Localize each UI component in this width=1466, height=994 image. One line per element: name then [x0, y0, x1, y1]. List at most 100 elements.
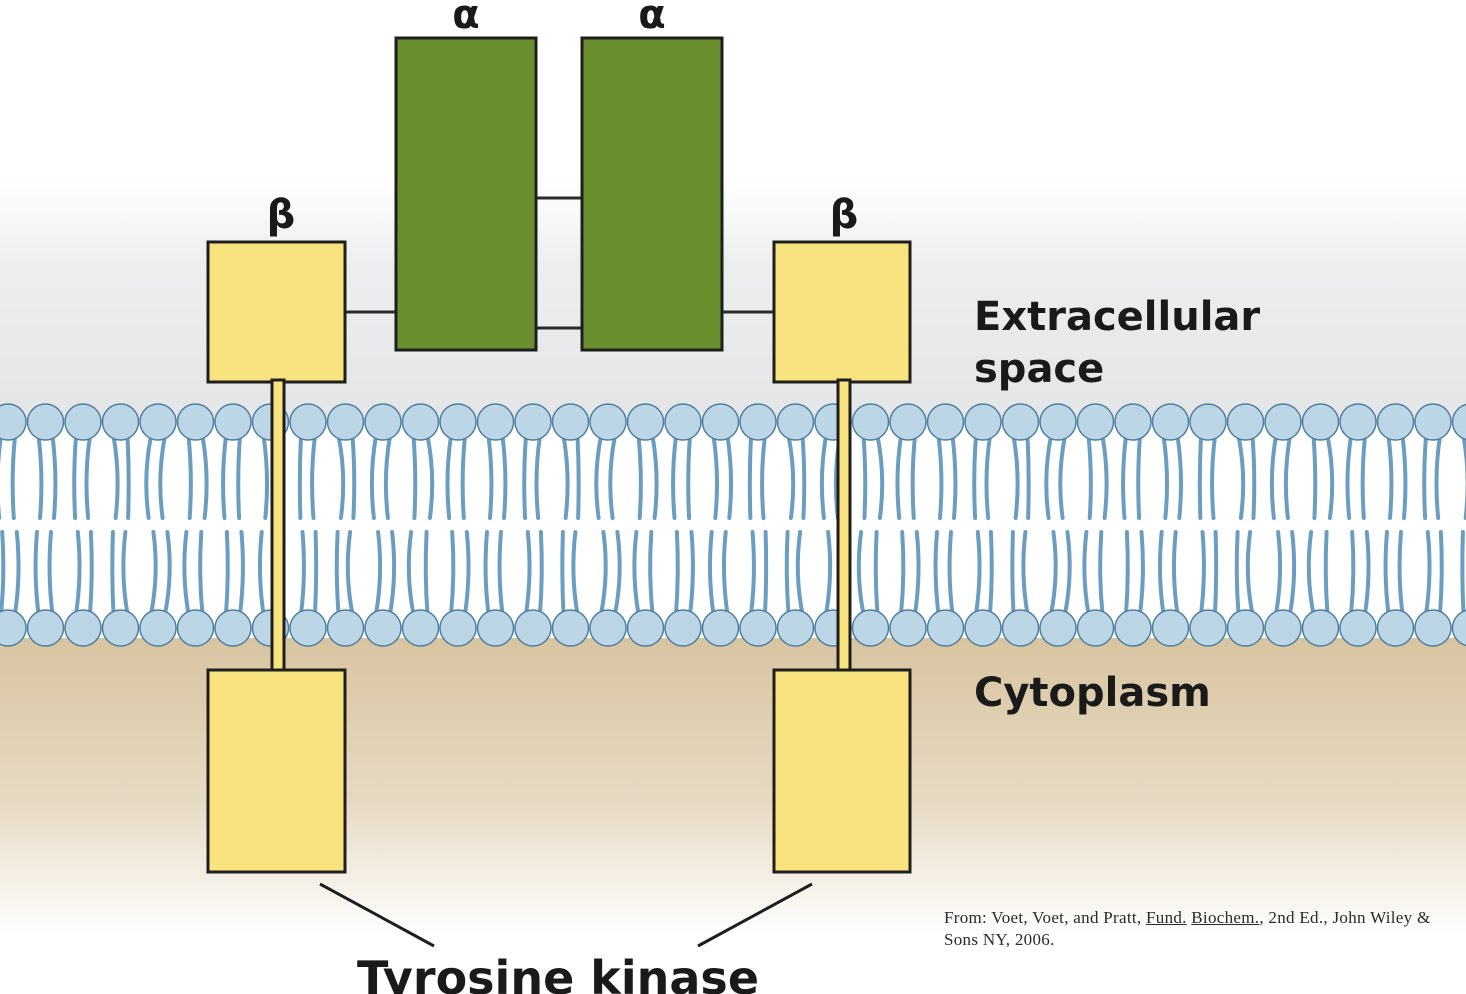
alpha-subunit-right: [580, 36, 724, 352]
lipid-tail: [936, 434, 944, 520]
lipid-tail: [613, 530, 622, 616]
lipid-tail: [856, 530, 866, 616]
phospholipid-head: [1339, 609, 1377, 647]
phospholipid-head: [1264, 403, 1302, 441]
lipid-tail: [36, 434, 44, 520]
membrane-heads-inner: [0, 609, 1466, 647]
lipid-tail: [875, 434, 885, 520]
lipid-tail: [74, 530, 82, 616]
citation-title-fund: Fund.: [1146, 908, 1187, 927]
lipid-tail: [1311, 434, 1318, 520]
lipid-tail: [238, 530, 245, 616]
lipid-tail: [599, 530, 608, 616]
lipid-tail: [674, 530, 680, 616]
lipid-tail: [786, 434, 796, 520]
tyrosine-kinase-label: Tyrosine kinase: [357, 951, 759, 994]
lipid-tail: [182, 530, 191, 616]
lipid-tail: [1424, 530, 1432, 616]
beta-label-left: β: [267, 192, 296, 238]
phospholipid-head: [364, 403, 402, 441]
phospholipid-head: [476, 403, 515, 441]
lipid-tail: [1460, 530, 1466, 616]
lipid-tail: [899, 530, 906, 616]
lipid-tail: [1349, 530, 1356, 616]
lipid-tail: [383, 434, 392, 520]
lipid-tail: [221, 434, 228, 520]
phospholipid-head: [289, 609, 327, 647]
phospholipid-head: [401, 403, 440, 441]
lipid-tail: [158, 434, 167, 520]
lipid-tail: [13, 530, 21, 616]
phospholipid-head: [551, 403, 590, 441]
beta-label-right: β: [830, 192, 859, 238]
phospholipid-head: [326, 403, 365, 441]
lipid-tail: [671, 434, 678, 520]
lipid-tail: [795, 530, 805, 616]
cytoplasm-label: Cytoplasm: [974, 670, 1211, 716]
lipid-tail: [1124, 530, 1130, 616]
lipid-tail: [350, 434, 357, 520]
lipid-tail: [1175, 434, 1184, 520]
kinase-pointer-right: [697, 882, 813, 948]
lipid-tail: [1386, 434, 1394, 520]
lipid-tail: [632, 530, 641, 616]
phospholipid-head: [514, 609, 552, 647]
phospholipid-head: [401, 609, 440, 647]
lipid-tail: [1136, 434, 1142, 520]
phospholipid-head: [514, 403, 552, 441]
phospholipid-head: [926, 403, 965, 441]
lipid-tail: [1363, 530, 1371, 616]
lipid-tail: [1306, 530, 1316, 616]
lipid-tail: [688, 530, 695, 616]
lipid-tail: [1210, 434, 1217, 520]
phospholipid-head: [1151, 609, 1190, 647]
phospholipid-head: [439, 403, 477, 441]
phospholipid-head: [701, 403, 740, 441]
phospholipid-head: [1376, 403, 1415, 441]
lipid-tail: [1288, 530, 1297, 616]
lipid-tail: [88, 530, 94, 616]
lipid-tail: [497, 530, 505, 616]
lipid-tail: [425, 434, 435, 520]
lipid-tail: [1283, 434, 1292, 520]
lipid-tail: [149, 530, 158, 616]
lipid-tail: [236, 434, 242, 520]
lipid-tail: [560, 530, 566, 616]
lipid-tail: [522, 434, 528, 520]
phospholipid-head: [26, 609, 65, 647]
source-citation: From: Voet, Voet, and Pratt, Fund. Bioch…: [944, 907, 1449, 951]
lipid-tail: [483, 530, 491, 616]
phospholipid-head: [1301, 609, 1340, 647]
disulfide-bonds: [345, 196, 774, 330]
lipid-tail: [711, 434, 720, 520]
lipid-tail: [608, 434, 617, 520]
lipid-tail: [1086, 434, 1093, 520]
phospholipid-head: [889, 609, 927, 647]
phospholipid-head: [626, 609, 665, 647]
lipid-tail: [374, 530, 383, 616]
lipid-tail: [861, 434, 868, 520]
lipid-tail: [1058, 434, 1067, 520]
phospholipid-head: [589, 609, 627, 647]
alpha-label-right: α: [638, 0, 665, 38]
lipid-tail: [933, 530, 941, 616]
phospholipid-head: [289, 403, 327, 441]
phospholipid-head: [439, 609, 477, 647]
phospholipid-head: [326, 609, 365, 647]
lipid-tail: [1213, 530, 1219, 616]
phospholipid-head: [26, 403, 65, 441]
lipid-tail: [111, 434, 120, 520]
lipid-tail: [1274, 530, 1283, 616]
lipid-tail: [1161, 434, 1170, 520]
lipid-tail: [261, 434, 270, 520]
phospholipid-head: [1226, 403, 1265, 441]
lipid-tail: [747, 434, 753, 520]
phospholipid-head: [101, 609, 140, 647]
lipid-tail: [1234, 530, 1241, 616]
lipid-tail: [749, 530, 756, 616]
lipid-tail: [369, 434, 378, 520]
lipid-tail: [445, 434, 453, 520]
phospholipid-head: [364, 609, 402, 647]
phospholipid-head: [214, 609, 252, 647]
phospholipid-head: [1114, 609, 1152, 647]
